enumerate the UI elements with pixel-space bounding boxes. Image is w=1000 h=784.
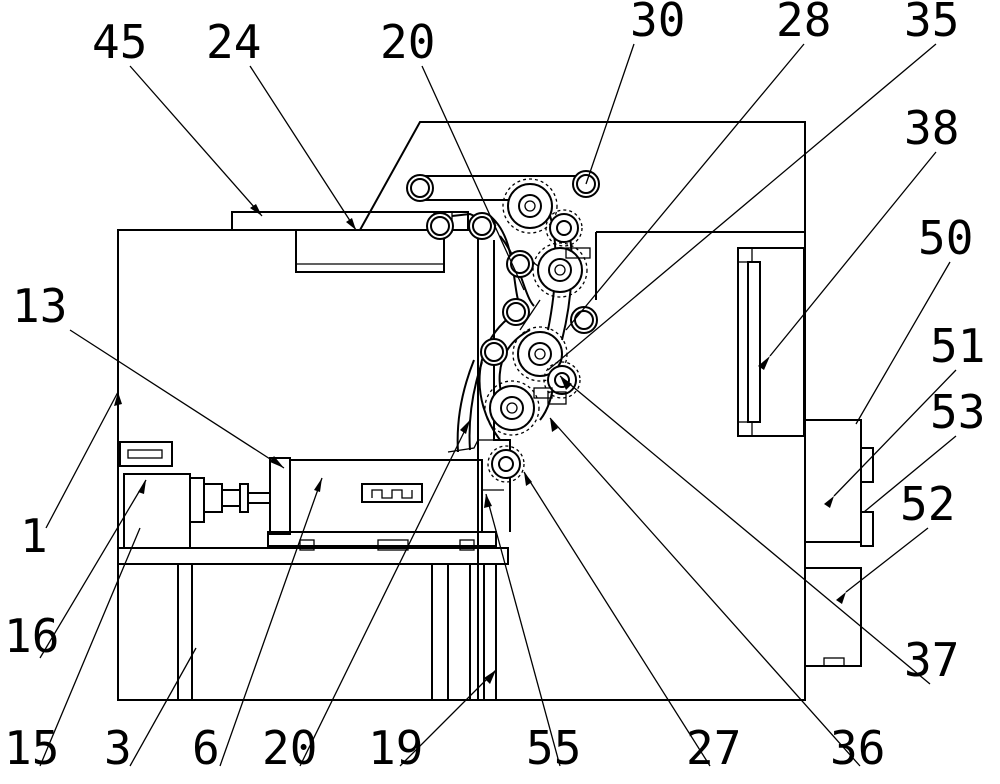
door-panel	[737, 247, 805, 437]
label-6: 6	[192, 721, 220, 775]
label-53: 53	[930, 385, 985, 439]
gear	[545, 209, 583, 247]
label-52: 52	[900, 477, 955, 531]
label-45: 45	[92, 15, 147, 69]
label-51: 51	[930, 319, 985, 373]
label-1: 1	[20, 509, 48, 563]
gear-frame	[478, 231, 805, 532]
label-20-bottom: 20	[262, 721, 317, 775]
callout-labels: 45 24 20 30 28 35 38 50 13 51 53 1 52 16…	[4, 0, 985, 775]
label-36: 36	[830, 721, 885, 775]
label-3: 3	[104, 721, 132, 775]
side-control-box	[804, 419, 874, 667]
roller	[502, 298, 530, 326]
label-16: 16	[4, 609, 59, 663]
top-plate	[231, 211, 469, 273]
housing-body	[117, 121, 806, 701]
label-27: 27	[686, 721, 741, 775]
label-55: 55	[526, 721, 581, 775]
gears	[484, 178, 588, 483]
label-24: 24	[206, 15, 261, 69]
roller	[426, 212, 454, 240]
roller	[480, 338, 508, 366]
label-13: 13	[12, 279, 67, 333]
carriage	[267, 457, 504, 551]
gear	[487, 445, 525, 483]
motor-assembly	[119, 441, 270, 549]
arrowheads	[114, 204, 846, 684]
gear	[502, 178, 558, 234]
label-28: 28	[776, 0, 831, 47]
label-19: 19	[368, 721, 423, 775]
label-15: 15	[4, 721, 59, 775]
leader-lines	[39, 43, 957, 767]
label-35: 35	[904, 0, 959, 47]
roller	[506, 250, 534, 278]
label-50: 50	[918, 211, 973, 265]
bearing-plates	[533, 247, 591, 405]
label-30: 30	[630, 0, 685, 47]
roller	[406, 174, 434, 202]
gear	[532, 242, 588, 298]
label-37: 37	[904, 633, 959, 687]
work-table	[117, 547, 509, 700]
label-20-top: 20	[380, 15, 435, 69]
label-38: 38	[904, 101, 959, 155]
